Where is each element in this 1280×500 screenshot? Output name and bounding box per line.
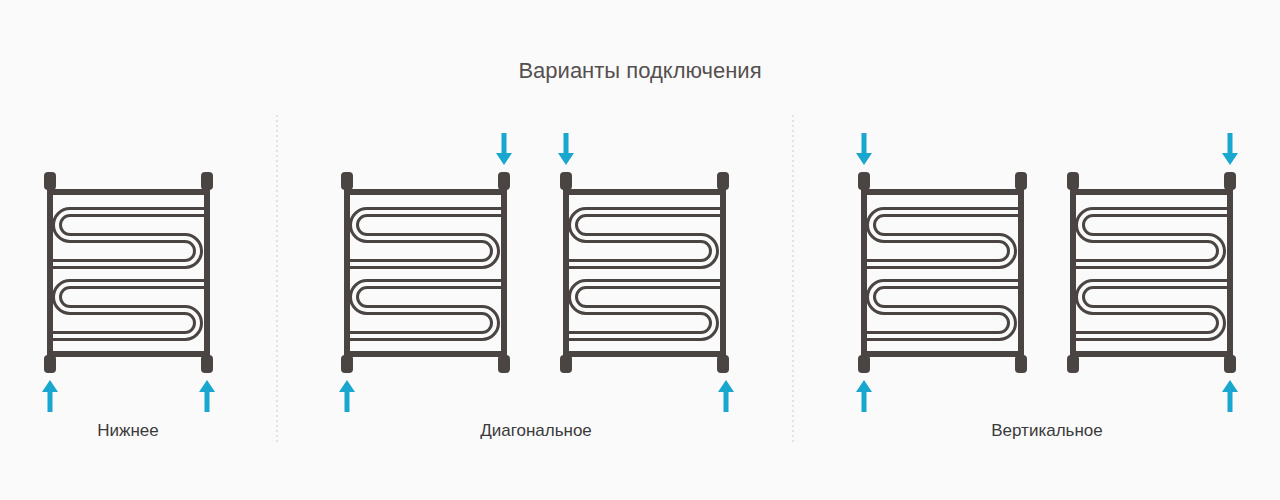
group-label: Вертикальное xyxy=(991,421,1103,441)
group-label: Нижнее xyxy=(97,421,158,441)
diagram-title: Варианты подключения xyxy=(518,58,761,84)
group-label: Диагональное xyxy=(480,421,592,441)
